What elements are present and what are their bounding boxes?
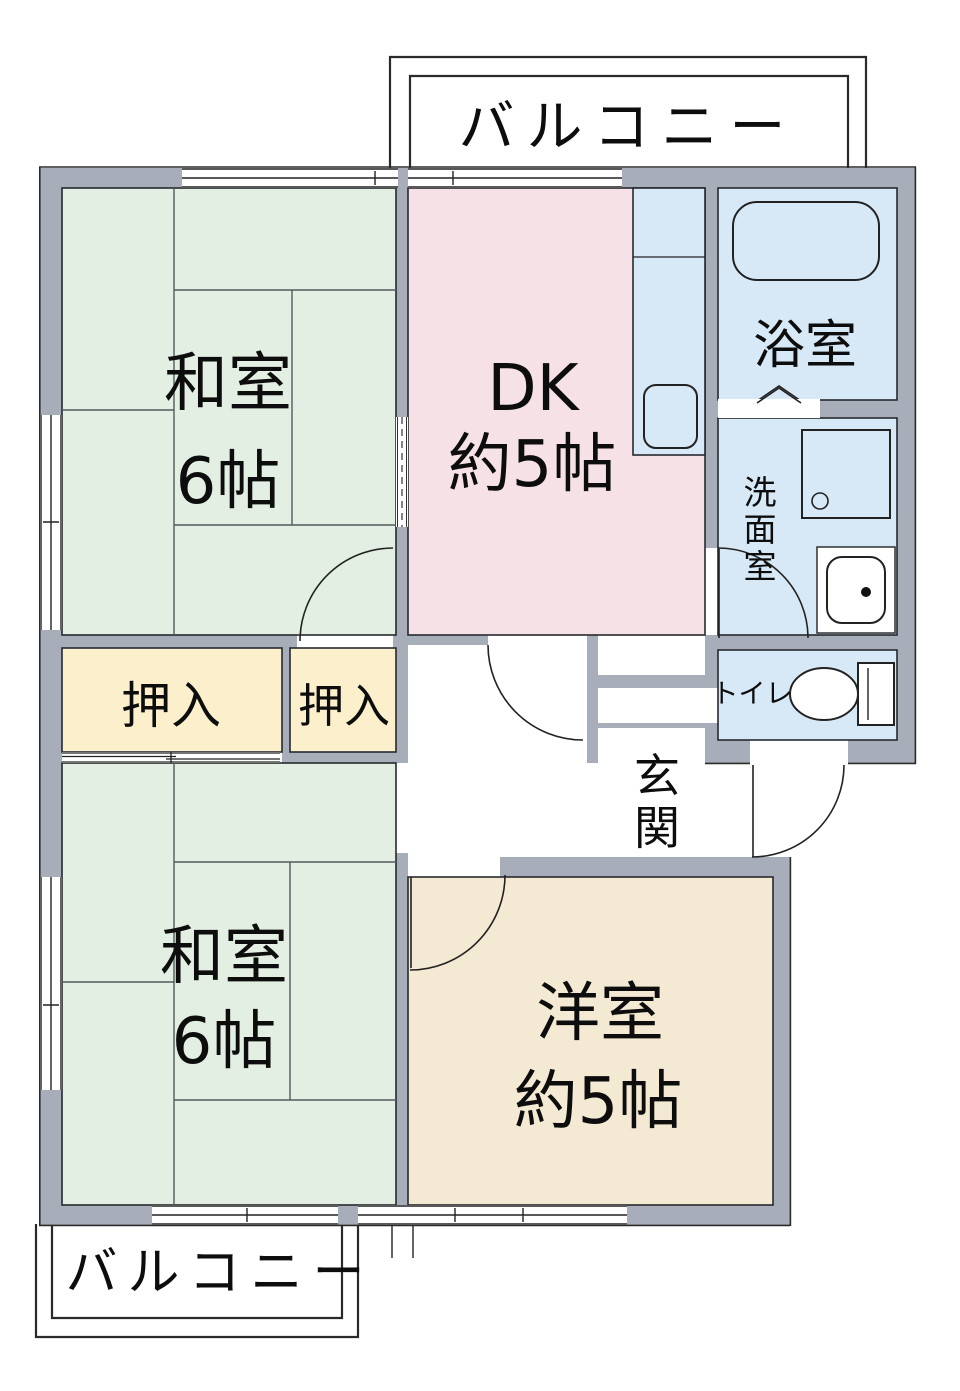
label-dk-size: 約5帖 [448,428,617,502]
wall-segment [773,857,790,1225]
closet-1-floor [61,647,283,753]
wall-segment [848,740,915,763]
window-washitsu2-left [40,877,62,1090]
label-closet1: 押入 [121,677,221,735]
door-arc-dk-washroom [717,547,809,639]
wall-segment [396,853,408,1225]
balcony-partition-stub [391,1226,414,1258]
wall-segment [705,188,718,548]
toilet-tank [857,662,895,726]
closet1-sliding-front [62,752,280,763]
label-toilet: トイレ [712,679,793,710]
wall-segment [282,648,290,752]
label-bathroom: 浴室 [753,316,857,376]
door-arc-washitsu1-closet2 [299,547,394,642]
label-washroom-char3: 室 [744,547,777,586]
wall-segment [895,168,915,763]
sliding-door-washitsu1-dk [396,417,408,527]
tatami-lines [62,188,396,1205]
door-fold-bathroom-chevron [756,387,802,404]
window-washitsu2-bottom [152,1205,338,1225]
label-balcony-bottom: バルコニー [66,1243,375,1303]
room-washitsu-1-floor [61,187,397,636]
door-arc-hall-yoshitsu [409,874,506,971]
label-entrance-char1: 玄 [634,749,680,803]
door-arc-dk-hall [487,644,584,741]
label-washitsu1: 和室 [164,347,292,421]
doors [299,385,845,971]
window-dk-top [408,168,622,188]
bathroom-door-gap [718,399,820,418]
label-washitsu1-size: 6帖 [176,445,281,519]
balcony-top-outer-rail [388,55,868,169]
labels: バルコニー バルコニー 和室 6帖 DK 約5帖 浴室 洗 面 室 トイレ 押入… [66,95,857,1303]
label-entrance-char2: 関 [634,801,680,855]
wall-segment [705,740,750,763]
balcony-top [388,55,868,169]
room-washitsu-2-floor [61,762,397,1206]
label-washitsu2-size: 6帖 [172,1005,277,1079]
door-fold-bathroom [756,385,802,402]
label-yoshitsu-size: 約5帖 [514,1065,683,1139]
balcony-bottom-outer-rail [34,1224,360,1339]
wall-segment [705,723,718,740]
wall-segment [705,650,718,688]
window-washitsu1-left [40,415,62,630]
label-balcony-top: バルコニー [459,95,798,160]
toilet-bowl [789,667,859,721]
balcony-bottom [34,1224,360,1339]
floors [61,187,898,1206]
washbasin-drain-dot [861,587,871,597]
window-yoshitsu-bottom [358,1205,627,1225]
wall-segment [396,188,408,417]
washing-machine-drain [811,492,829,510]
label-dk: DK [487,352,580,426]
label-washroom-char1: 洗 [744,473,777,512]
wall-segment [820,400,897,418]
wall-segment [500,857,790,877]
balcony-top-inner-rail [408,74,850,169]
balcony-bottom-inner-rail [50,1224,344,1320]
windows [40,168,627,1225]
window-washitsu1-top [182,168,398,188]
wall-segment [62,635,297,648]
wall-segment [705,635,897,650]
label-yoshitsu: 洋室 [536,977,664,1051]
door-arc-entrance [751,764,845,858]
wall-segment [705,400,718,418]
wall-segment-step [598,723,705,728]
wall-segment [598,675,705,688]
label-washroom-char2: 面 [744,510,777,549]
label-closet2: 押入 [298,679,390,733]
kitchen-sink [643,384,698,449]
closet-2-floor [289,647,397,753]
fixtures [633,201,896,726]
wall-segment [282,752,396,763]
washing-machine-pan [801,429,891,519]
wall-segment [587,635,598,763]
washbasin-bowl [826,556,886,624]
bathtub [732,201,880,281]
label-washitsu2: 和室 [160,920,288,994]
outer-edges [39,166,917,1227]
